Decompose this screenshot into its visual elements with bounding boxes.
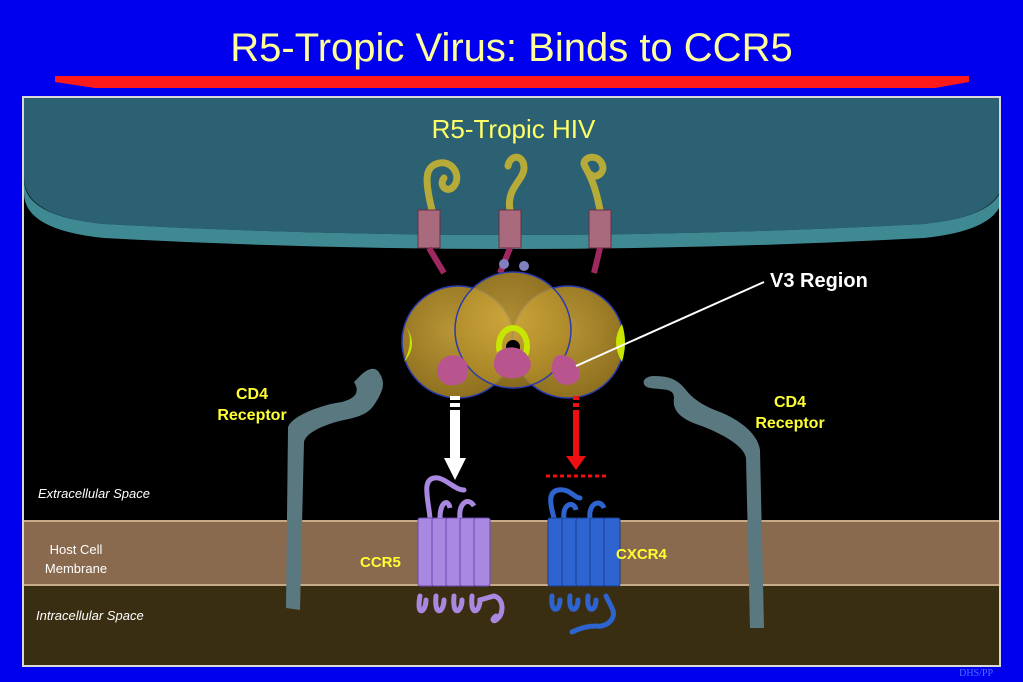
host-cell-membrane (24, 520, 999, 586)
cd4-label-left-line1: CD4 (235, 386, 268, 403)
arrow-to-ccr5 (444, 396, 466, 480)
ccr5-label: CCR5 (360, 554, 401, 571)
slide-title: R5-Tropic Virus: Binds to CCR5 (230, 26, 793, 70)
virus-envelope (24, 98, 999, 249)
cd4-receptor-left (286, 368, 383, 610)
cd4-receptor-right (643, 376, 764, 628)
intracellular-region (24, 586, 999, 665)
cd4-label-right: CD4 Receptor (742, 392, 838, 434)
cd4-label-left: CD4 Receptor (204, 384, 300, 426)
gp120-trimer (401, 259, 625, 399)
v3-loop-center (493, 347, 531, 379)
virus-label: R5-Tropic HIV (431, 114, 596, 144)
diagram-panel: R5-Tropic HIV V3 Region CD4 Receptor CD4… (22, 96, 1001, 667)
membrane-label: Host Cell Membrane (32, 540, 120, 578)
cxcr4-receptor (547, 487, 621, 635)
cxcr4-label: CXCR4 (616, 546, 667, 563)
intracellular-label: Intracellular Space (36, 608, 144, 623)
membrane-label-line1: Host Cell (49, 542, 103, 557)
cd4-label-right-line2: Receptor (755, 415, 825, 432)
extracellular-label: Extracellular Space (38, 486, 150, 501)
gp41-stalks (417, 153, 612, 275)
arrow-to-cxcr4 (566, 396, 586, 470)
cd4-label-left-line2: Receptor (217, 407, 287, 424)
membrane-label-line2: Membrane (44, 561, 108, 576)
footer-credit: DHS/PP (959, 668, 993, 679)
v3-region-label: V3 Region (770, 270, 868, 292)
v3-pointer-line (575, 281, 765, 367)
ccr5-receptor (416, 475, 505, 624)
cd4-label-right-line1: CD4 (773, 394, 806, 411)
title-rule (55, 76, 969, 88)
